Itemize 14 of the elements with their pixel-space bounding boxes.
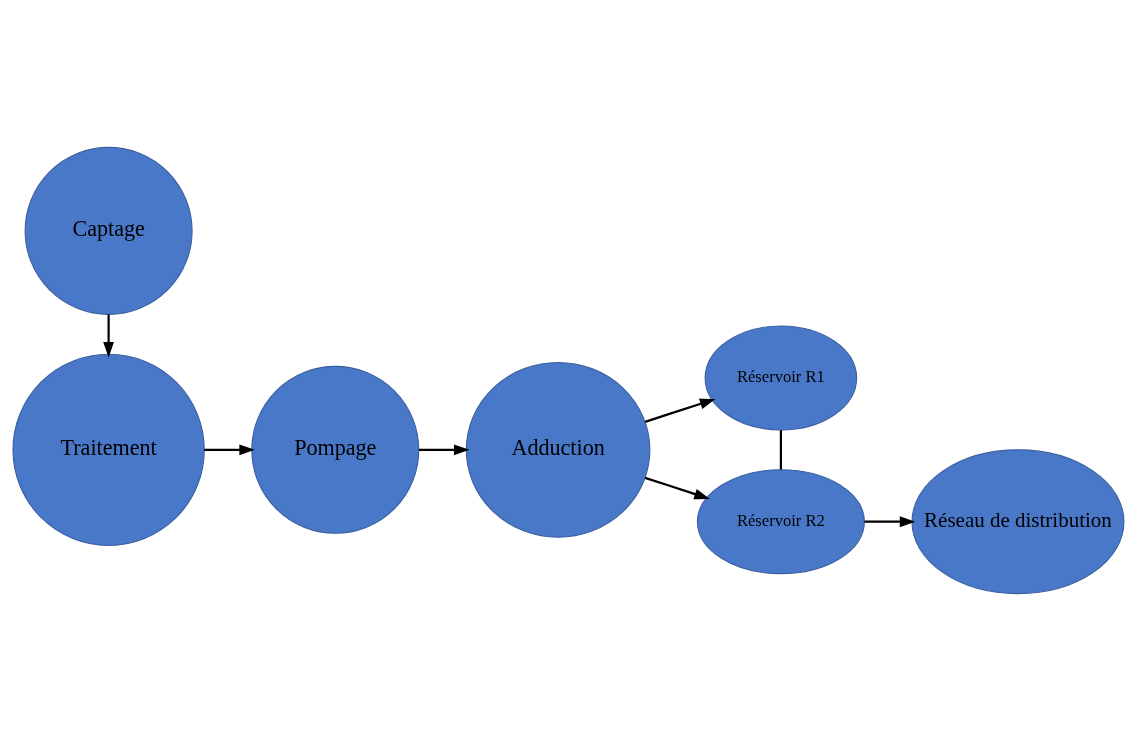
node-ellipse: Réservoir R1 xyxy=(704,324,858,430)
node-ellipse: Réservoir R2 xyxy=(696,468,865,574)
connector xyxy=(779,429,782,469)
arrow xyxy=(418,443,470,455)
node-circle: Captage xyxy=(24,146,193,315)
node-circle: Traitement xyxy=(12,353,205,546)
arrow xyxy=(103,314,115,357)
arrow xyxy=(864,515,916,527)
node-circle: Adduction xyxy=(465,361,651,538)
arrow xyxy=(204,443,255,455)
node-circle: Pompage xyxy=(251,365,420,534)
arrow xyxy=(644,476,710,499)
arrow xyxy=(644,398,716,423)
node-ellipse: Réseau de distribution xyxy=(911,448,1125,594)
